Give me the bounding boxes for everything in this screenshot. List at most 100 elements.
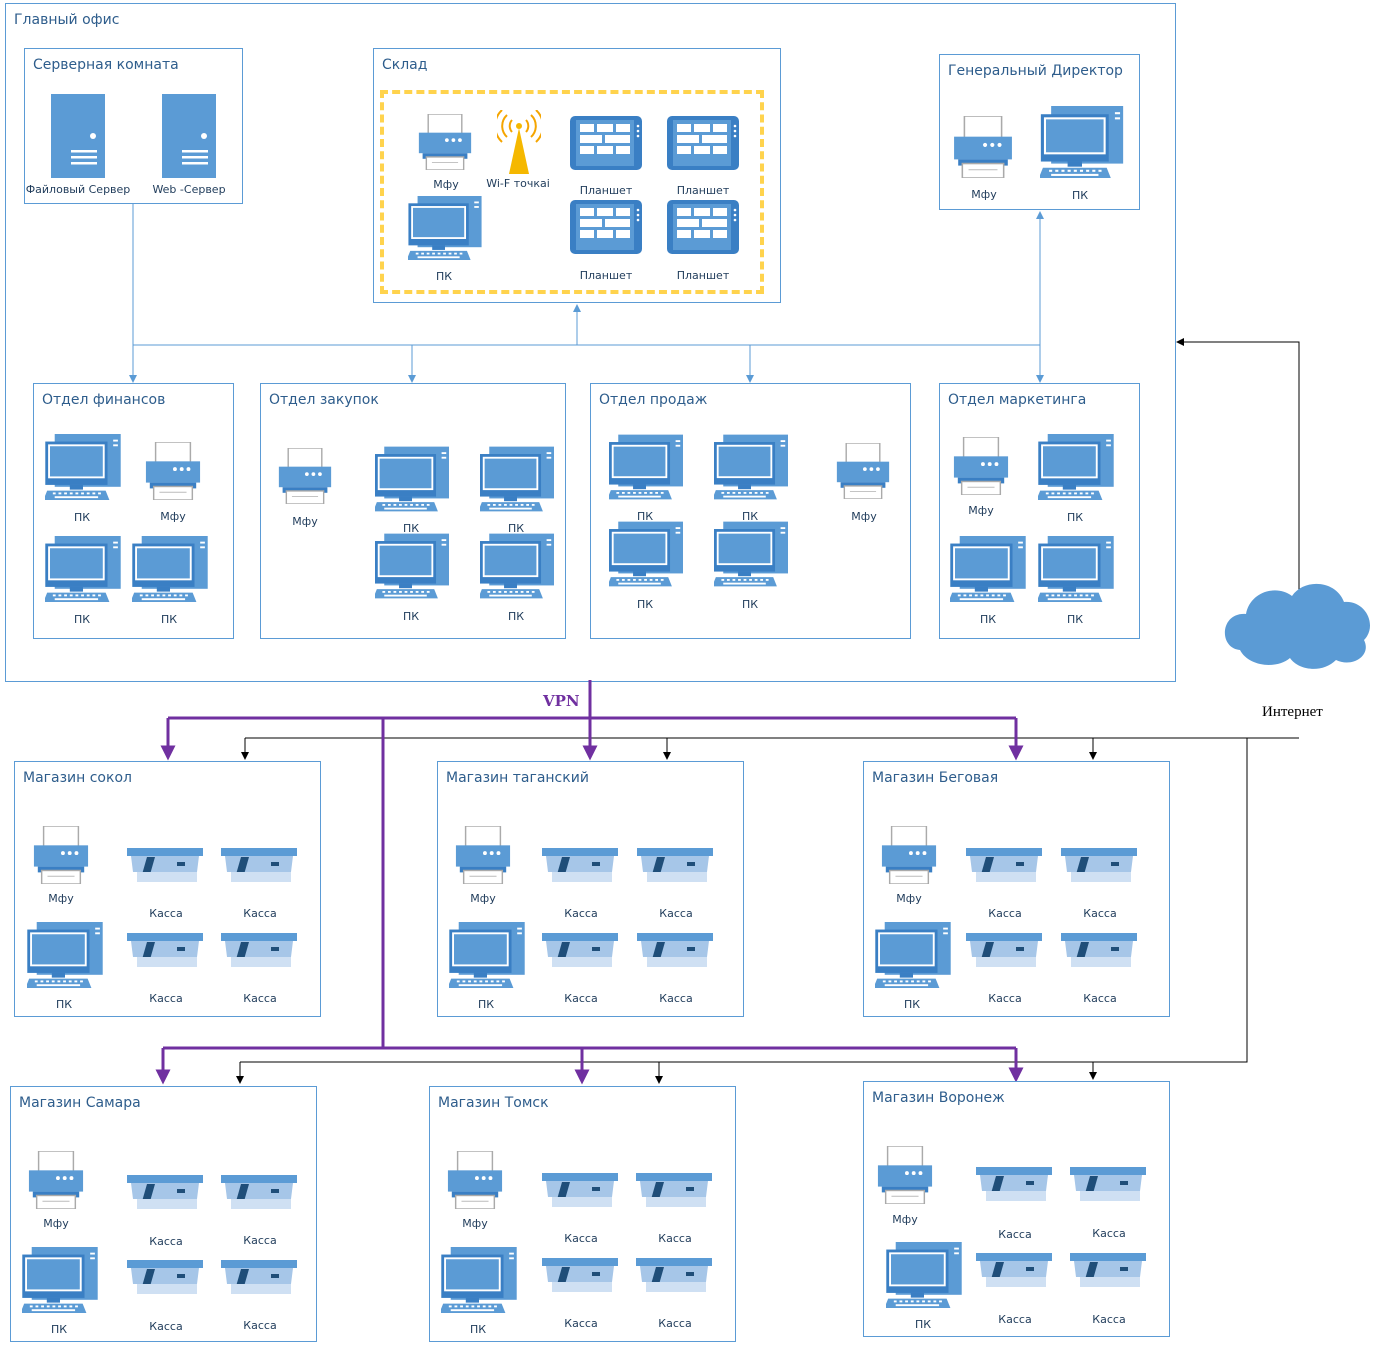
- cash-register-label: Касса: [1092, 1227, 1126, 1240]
- store-title: Магазин таганский: [446, 770, 589, 786]
- cash-register-icon: [637, 848, 713, 882]
- sales-title: Отдел продаж: [599, 392, 708, 408]
- office-lan-lines: [129, 204, 1044, 383]
- cash-register-label: Касса: [988, 992, 1022, 1005]
- cash-register-icon: [542, 1173, 618, 1207]
- warehouse-pc-label: ПК: [435, 270, 453, 283]
- director-pc-label: ПК: [1071, 189, 1089, 202]
- internet-lines: [236, 338, 1300, 1084]
- sales-mfu-label: Мфу: [851, 510, 877, 523]
- cash-register-icon: [127, 933, 203, 967]
- cash-register-label: Касса: [243, 1319, 277, 1332]
- cash-register-icon: [976, 1253, 1052, 1287]
- cash-register-icon: [127, 848, 203, 882]
- purchasing-title: Отдел закупок: [269, 392, 379, 408]
- sales-pc-3-label: ПК: [636, 598, 654, 611]
- cash-register-icon: [221, 848, 297, 882]
- cash-register-icon: [1061, 848, 1137, 882]
- printer-icon: [876, 1146, 934, 1204]
- warehouse-title: Склад: [382, 57, 428, 73]
- server-room-title: Серверная комната: [33, 57, 179, 73]
- vpn-label: VPN: [543, 692, 580, 710]
- sales-pc-1-label: ПК: [636, 510, 654, 523]
- store-mfu-label: Мфу: [470, 892, 496, 905]
- cash-register-icon: [1070, 1253, 1146, 1287]
- printer-icon: [454, 826, 512, 884]
- cash-register-label: Касса: [564, 992, 598, 1005]
- marketing-mfu-label: Мфу: [968, 504, 994, 517]
- cash-register-label: Касса: [998, 1228, 1032, 1241]
- purchasing-mfu-label: Мфу: [292, 515, 318, 528]
- cash-register-icon: [221, 1260, 297, 1294]
- finance-pc-3-label: ПК: [160, 613, 178, 626]
- pc-icon: [22, 1247, 98, 1313]
- internet-cloud-icon: [1224, 583, 1371, 669]
- marketing-pc-2-label: ПК: [979, 613, 997, 626]
- cash-register-icon: [1070, 1167, 1146, 1201]
- store-box: Магазин сокол: [14, 761, 321, 1017]
- printer-icon: [880, 826, 938, 884]
- cash-register-label: Касса: [658, 1232, 692, 1245]
- tablet-1-label: Планшет: [579, 184, 633, 197]
- store-pc-label: ПК: [55, 998, 73, 1011]
- cash-register-label: Касса: [243, 992, 277, 1005]
- cash-register-icon: [221, 1175, 297, 1209]
- cash-register-icon: [127, 1260, 203, 1294]
- finance-pc-1-label: ПК: [73, 511, 91, 524]
- warehouse-mfu-label: Мфу: [433, 178, 459, 191]
- printer-icon: [27, 1151, 85, 1209]
- tablet-3-label: Планшет: [579, 269, 633, 282]
- store-mfu-label: Мфу: [462, 1217, 488, 1230]
- wifi-label: Wi-F точкаi: [486, 177, 550, 190]
- cash-register-icon: [636, 1258, 712, 1292]
- cash-register-label: Касса: [998, 1313, 1032, 1326]
- marketing-title: Отдел маркетинга: [948, 392, 1087, 408]
- store-pc-label: ПК: [903, 998, 921, 1011]
- cash-register-icon: [976, 1167, 1052, 1201]
- cash-register-label: Касса: [1083, 992, 1117, 1005]
- store-title: Магазин Томск: [438, 1095, 549, 1111]
- cash-register-label: Касса: [659, 992, 693, 1005]
- vpn-lines: [155, 680, 1024, 1085]
- purchasing-pc-3-label: ПК: [402, 610, 420, 623]
- cash-register-icon: [542, 848, 618, 882]
- cash-register-label: Касса: [564, 1232, 598, 1245]
- tablet-4-label: Планшет: [676, 269, 730, 282]
- finance-mfu-label: Мфу: [160, 510, 186, 523]
- store-box: Магазин Воронеж: [863, 1081, 1170, 1337]
- cash-register-icon: [637, 933, 713, 967]
- marketing-pc-1-label: ПК: [1066, 511, 1084, 524]
- web-server-label: Web -Сервер: [152, 183, 226, 196]
- internet-label: Интернет: [1262, 704, 1323, 720]
- pc-icon: [886, 1242, 962, 1308]
- purchasing-pc-2-label: ПК: [507, 522, 525, 535]
- cash-register-label: Касса: [988, 907, 1022, 920]
- store-pc-label: ПК: [469, 1323, 487, 1336]
- store-title: Магазин Самара: [19, 1095, 141, 1111]
- cash-register-label: Касса: [243, 907, 277, 920]
- cash-register-label: Касса: [659, 907, 693, 920]
- sales-pc-4-label: ПК: [741, 598, 759, 611]
- cash-register-icon: [1061, 933, 1137, 967]
- cash-register-label: Касса: [564, 1317, 598, 1330]
- cash-register-label: Касса: [1092, 1313, 1126, 1326]
- cash-register-label: Касса: [149, 1320, 183, 1333]
- cash-register-icon: [966, 933, 1042, 967]
- main-office-title: Главный офис: [14, 12, 120, 28]
- printer-icon: [32, 826, 90, 884]
- pc-icon: [449, 922, 525, 988]
- store-title: Магазин Воронеж: [872, 1090, 1005, 1106]
- cash-register-icon: [542, 933, 618, 967]
- store-mfu-label: Мфу: [43, 1217, 69, 1230]
- finance-pc-2-label: ПК: [73, 613, 91, 626]
- printer-icon: [446, 1151, 504, 1209]
- pc-icon: [875, 922, 951, 988]
- director-title: Генеральный Директор: [948, 63, 1123, 79]
- cash-register-icon: [966, 848, 1042, 882]
- store-mfu-label: Мфу: [48, 892, 74, 905]
- cash-register-label: Касса: [1083, 907, 1117, 920]
- cash-register-label: Касса: [149, 992, 183, 1005]
- store-mfu-label: Мфу: [892, 1213, 918, 1226]
- sales-box: Отдел продаж: [590, 383, 911, 639]
